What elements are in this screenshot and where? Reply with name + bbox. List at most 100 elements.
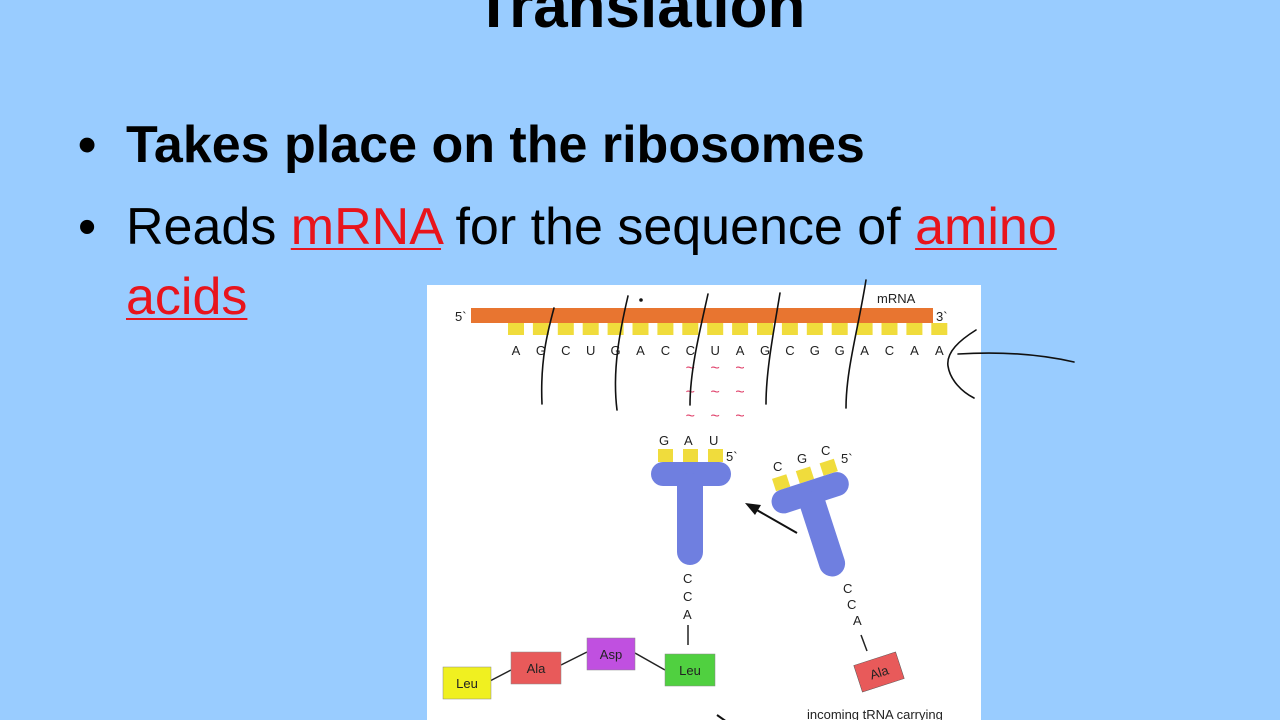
trna2-tail-base: C — [843, 581, 852, 596]
mrna-base: A — [860, 343, 869, 358]
mrna-base-peg — [806, 323, 823, 335]
trna2-five-prime: 5` — [841, 451, 853, 466]
bullet-text: Takes place on the ribosomes — [126, 116, 865, 174]
base-pairing-mark: ~ — [735, 360, 744, 377]
anticodon-peg — [772, 474, 791, 492]
anticodon-base: A — [684, 433, 693, 448]
mrna-base-peg — [657, 323, 674, 335]
mrna-five-prime: 5` — [455, 309, 467, 324]
mrna-base: C — [885, 343, 894, 358]
anticodon-peg — [658, 449, 673, 462]
trna1-body-stem — [677, 473, 703, 565]
base-pairing-mark: ~ — [686, 384, 695, 401]
arrow-icon — [745, 503, 798, 534]
mrna-base: C — [686, 343, 695, 358]
amino-acid-ala — [510, 651, 562, 685]
trna-2: C G C 5` C C A Ala — [771, 443, 905, 693]
base-pairing-mark: ~ — [686, 408, 695, 425]
trna2-tail-base: A — [853, 613, 862, 628]
anticodon-peg — [819, 458, 838, 476]
mrna-base-peg — [682, 323, 699, 335]
mrna-base-peg — [831, 323, 848, 335]
mrna-base-peg — [557, 323, 574, 335]
trna2-body-stem — [799, 491, 846, 577]
amino-acid-leu-1 — [442, 666, 492, 700]
mrna-base: U — [586, 343, 595, 358]
bullet-middle: for the sequence of — [441, 198, 916, 256]
mrna-base-peg — [757, 323, 773, 335]
mrna-base: A — [935, 343, 944, 358]
base-pairing-mark: ~ — [735, 384, 744, 401]
anticodon-base: U — [709, 433, 718, 448]
polypeptide-chain: Leu Ala Asp Leu — [442, 637, 716, 700]
mrna-base: G — [835, 343, 845, 358]
mrna-base-peg — [732, 323, 749, 335]
trna1-five-prime: 5` — [726, 449, 738, 464]
mrna-base: A — [636, 343, 645, 358]
anticodon-peg — [795, 466, 815, 484]
amino-acid-asp — [586, 637, 636, 671]
mrna-three-prime: 3` — [936, 309, 948, 324]
bullet-dot: • — [78, 116, 97, 174]
bullet-prefix: Reads — [126, 198, 291, 256]
anticodon-peg — [683, 449, 698, 462]
mrna-base-peg — [582, 323, 599, 335]
trna1-tail-base: A — [683, 607, 692, 622]
mrna-base-peg — [707, 323, 724, 335]
anticodon-base: C — [821, 443, 830, 458]
mrna-base: A — [512, 343, 521, 358]
trna-1: G A U 5` C C A — [651, 433, 738, 645]
amino-acid-label: Ala — [527, 661, 547, 676]
figure-caption: incoming tRNA carrying — [807, 707, 943, 720]
mrna-base-peg — [532, 323, 549, 335]
trna2-linker — [860, 634, 868, 652]
amino-acid-label: Leu — [456, 676, 478, 691]
mrna-base-peg — [508, 323, 524, 335]
mrna-label: mRNA — [877, 291, 916, 306]
bullet-dot: • — [78, 198, 97, 256]
trna1-tail-base: C — [683, 571, 692, 586]
bullet-text: Reads mRNA for the sequence of amino — [126, 192, 1057, 262]
mrna-base-peg — [931, 323, 948, 335]
mrna-base: A — [736, 343, 745, 358]
mrna-base: G — [611, 343, 621, 358]
caption-pointer — [716, 714, 726, 720]
acids-link[interactable]: acids — [126, 268, 248, 326]
amino-link[interactable]: amino — [915, 198, 1057, 256]
trna2-tail-base: C — [847, 597, 856, 612]
trna1-tail-base: C — [683, 589, 692, 604]
base-pairing-mark: ~ — [735, 408, 744, 425]
slide-title: Translation — [474, 0, 806, 41]
mrna-base-peg — [856, 323, 873, 335]
mrna-base: C — [661, 343, 670, 358]
mrna-strand — [471, 308, 933, 323]
amino-acid-ala-incoming — [853, 651, 905, 693]
mrna-base: G — [810, 343, 820, 358]
amino-acid-label: Leu — [679, 663, 701, 678]
amino-acid-label: Asp — [600, 647, 622, 662]
mrna-base: C — [785, 343, 794, 358]
base-pairing-mark: ~ — [711, 360, 720, 377]
mrna-base-peg — [607, 323, 624, 335]
mrna-base-peg — [781, 323, 798, 335]
base-pairing-mark: ~ — [711, 408, 720, 425]
amino-acid-label: Ala — [868, 662, 891, 682]
anticodon-peg — [708, 449, 723, 462]
mrna-base-peg — [632, 323, 649, 335]
base-pairing-mark: ~ — [686, 360, 695, 377]
anticodon-base: G — [797, 451, 807, 466]
anticodon-base: G — [659, 433, 669, 448]
mrna-base: G — [760, 343, 770, 358]
mrna-base-peg — [906, 323, 923, 335]
mrna-base-peg — [881, 323, 898, 335]
anticodon-base: C — [773, 459, 782, 474]
base-pairing-mark: ~ — [711, 384, 720, 401]
mrna-base: U — [711, 343, 720, 358]
mrna-link[interactable]: mRNA — [290, 198, 442, 256]
bullet-continuation: acids — [126, 262, 247, 332]
mrna-base: G — [536, 343, 546, 358]
mrna-base: C — [561, 343, 570, 358]
mrna-base: A — [910, 343, 919, 358]
amino-acid-leu-2 — [664, 653, 716, 687]
